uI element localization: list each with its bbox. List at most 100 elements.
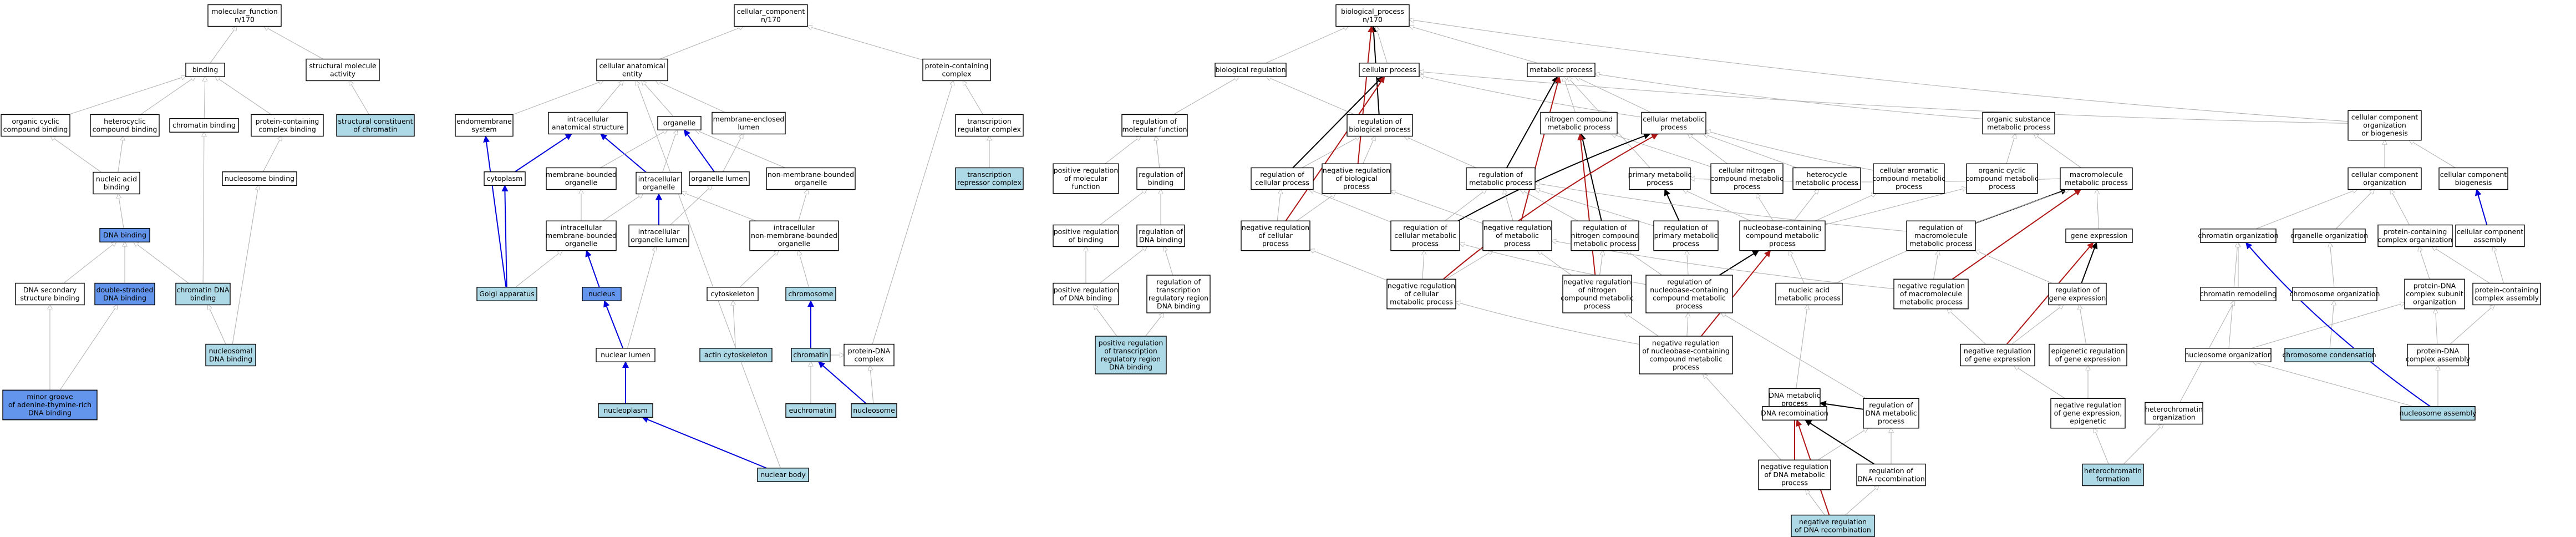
go-term-box [336, 114, 415, 137]
go-term-label: function [1071, 183, 1100, 191]
go-term-box [2377, 224, 2453, 247]
edge-grey [1445, 251, 1493, 280]
go-term-box [2407, 343, 2469, 367]
go-term-box [1053, 163, 1119, 194]
go-term-label: of gene expression [1965, 354, 2031, 363]
go-term-box [1739, 220, 1826, 251]
go-term-label: of chromatin [353, 125, 397, 133]
go-term-label: anatomical structure [552, 123, 624, 131]
go-term-label: positive regulation [1054, 166, 1119, 175]
go-term-label: cellular metabolic [1394, 231, 1456, 240]
edge-grey [636, 81, 781, 468]
go-term-node-nucleosome-bind: nucleosome binding [222, 171, 297, 186]
go-term-label: nucleosomal [209, 347, 253, 355]
go-term-label: nucleic acid [96, 175, 137, 183]
go-term-label: chromatin [793, 351, 828, 359]
go-term-label: regulation of [1478, 170, 1523, 179]
go-term-label: intracellular [638, 227, 680, 236]
go-term-label: DNA binding [28, 409, 72, 417]
go-term-box [785, 287, 836, 301]
go-term-box [2348, 167, 2422, 190]
go-term-label: process [1896, 183, 1922, 191]
go-term-node-gene-expr: gene expression [2065, 229, 2133, 243]
go-term-label: protein-DNA [848, 347, 891, 355]
go-term-label: cellular metabolic [1643, 115, 1705, 123]
go-term-label: compound metabolic [1710, 174, 1784, 183]
go-term-box [2082, 463, 2144, 487]
go-term-label: metabolic process [1390, 298, 1453, 306]
edge-grey [682, 192, 756, 221]
go-term-node-nucleosome: nucleosome [851, 403, 897, 418]
go-term-label: nucleosome [853, 406, 895, 414]
edge-black [2081, 242, 2098, 283]
go-term-label: of metabolic [1496, 231, 1539, 240]
go-term-label: system [471, 125, 496, 133]
edge-black [1805, 419, 1874, 465]
edge-red [1357, 26, 1374, 164]
go-term-box [757, 468, 809, 482]
go-term-label: nitrogen compound [1545, 115, 1613, 123]
go-term-node-dna-recomb: DNA recombination [1761, 406, 1828, 421]
edge-grey [1576, 77, 1652, 113]
go-term-label: intracellular [561, 224, 603, 232]
edge-grey [1612, 134, 1711, 168]
go-term-label: positive regulation [1054, 286, 1119, 294]
edge-grey [2006, 134, 2015, 164]
edge-grey [262, 136, 281, 173]
go-term-label: DNA binding [1139, 235, 1182, 244]
go-term-label: regulation of [1667, 277, 1711, 286]
go-term-label: complex assembly [2406, 354, 2471, 363]
go-term-node-nuc-body: nuclear body [757, 468, 809, 482]
go-term-node-organelle: organelle [657, 116, 702, 130]
go-term-label: heterochromatin [2084, 467, 2142, 475]
go-term-label: compound metabolic [1965, 174, 2039, 183]
edge-grey [1310, 250, 1388, 281]
go-term-label: molecular function [1122, 125, 1187, 133]
edge-blue [585, 250, 600, 288]
edge-grey [1309, 190, 1391, 222]
go-term-label: compound metabolic [1561, 293, 1634, 302]
go-term-label: of gene expression, [2054, 409, 2122, 417]
edges-layer [50, 19, 2504, 515]
edge-grey [1376, 27, 1388, 63]
go-term-label: process [1504, 240, 1531, 248]
go-term-label: process [1412, 240, 1439, 248]
edge-grey [1815, 194, 1876, 221]
edge-grey [2253, 362, 2414, 407]
go-term-label: process [1660, 123, 1687, 131]
go-term-label: metabolic process [1469, 178, 1532, 186]
go-term-box [712, 112, 786, 135]
go-term-label: process [1647, 178, 1673, 186]
go-term-label: regulation of [1132, 117, 1177, 125]
edge-grey [2034, 134, 2082, 168]
edge-grey [1409, 26, 1538, 64]
edge-blue [2475, 189, 2488, 225]
go-term-label: molecular_function [211, 7, 277, 16]
go-term-label: process [1584, 302, 1610, 310]
go-term-box [1645, 275, 1733, 313]
edge-grey [1266, 27, 1349, 64]
go-term-label: organelle [795, 178, 827, 186]
go-term-label: organelle [778, 240, 811, 248]
go-term-label: membrane-bounded [546, 170, 617, 179]
go-term-box [2293, 229, 2366, 243]
go-term-box [1390, 220, 1460, 251]
go-term-node-cytoplasm: cytoplasm [484, 171, 526, 186]
go-term-label: heterocycle [1806, 170, 1847, 179]
edge-grey [1145, 313, 1164, 337]
go-term-box [785, 403, 836, 418]
go-term-label: nucleobase-containing [1650, 286, 1729, 294]
go-term-label: n/170 [761, 15, 781, 23]
